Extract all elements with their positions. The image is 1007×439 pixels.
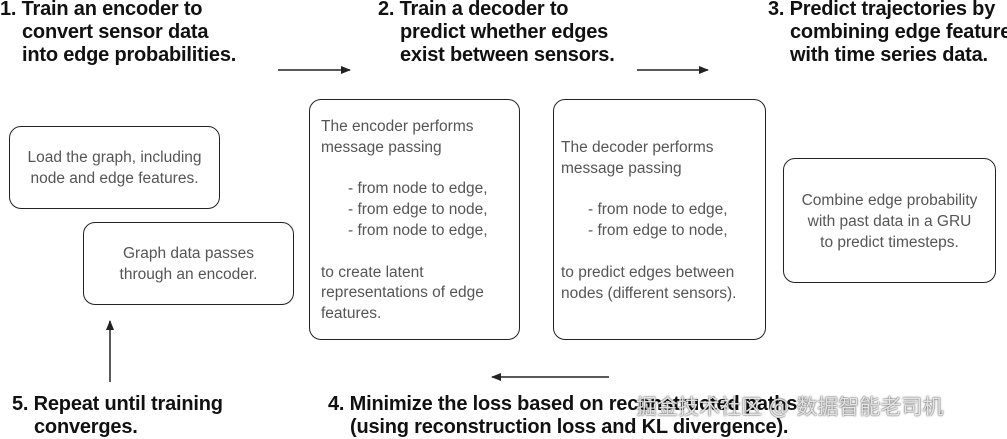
encoder-line-2: message passing <box>321 138 442 156</box>
step-3-line-3: with time series data. <box>790 44 988 66</box>
encoder-item-3: - from node to edge, <box>348 221 488 239</box>
load-graph-line-1: Load the graph, including <box>27 149 202 166</box>
load-graph-box: Load the graph, including node and edge … <box>9 126 220 209</box>
watermark: 掘金技术社区 @ 数据智能老司机 <box>636 395 944 419</box>
step-5-line-1: 5. Repeat until training <box>12 393 223 415</box>
encoder-item-1: - from node to edge, <box>348 180 488 198</box>
graph-data-line-1: Graph data passes <box>123 245 254 262</box>
step-3-heading: 3. Predict trajectories by combining edg… <box>768 0 1007 67</box>
step-1-line-1: 1. Train an encoder to <box>0 0 203 20</box>
decoder-gap-1 <box>561 180 765 201</box>
step-2-line-1: 2. Train a decoder to <box>378 0 569 20</box>
encoder-gap-2 <box>321 242 519 263</box>
step-2-line-3: exist between sensors. <box>400 44 615 66</box>
encoder-line-1: The encoder performs <box>321 118 474 135</box>
step-1-heading: 1. Train an encoder to convert sensor da… <box>0 0 236 67</box>
step-2-heading: 2. Train a decoder to predict whether ed… <box>378 0 615 67</box>
step-2-line-2: predict whether edges <box>400 21 609 43</box>
combine-line-1: Combine edge probability <box>801 192 978 209</box>
graph-data-box: Graph data passes through an encoder. <box>83 222 294 305</box>
step-3-line-1: 3. Predict trajectories by <box>768 0 996 20</box>
decoder-line-3: to predict edges between <box>561 263 735 281</box>
combine-line-3: to predict timesteps. <box>820 233 959 251</box>
combine-line-2: with past data in a GRU <box>807 212 972 230</box>
decoder-line-4: nodes (different sensors). <box>561 284 737 302</box>
decoder-item-1: - from node to edge, <box>588 201 728 219</box>
decoder-gap-2 <box>561 242 765 263</box>
combine-box: Combine edge probability with past data … <box>783 158 996 283</box>
decoder-line-2: message passing <box>561 159 682 177</box>
step-1-line-2: convert sensor data <box>22 21 209 43</box>
encoder-gap-1 <box>321 159 519 180</box>
step-5-line-2: converges. <box>34 416 138 438</box>
encoder-line-5: features. <box>321 305 382 323</box>
decoder-box: The decoder performs message passing - f… <box>553 99 766 340</box>
step-3-line-2: combining edge features <box>790 21 1007 43</box>
load-graph-line-2: node and edge features. <box>30 169 199 187</box>
step-4-line-1: 4. Minimize the loss based on reconstruc… <box>328 393 798 415</box>
step-5-heading: 5. Repeat until training converges. <box>12 393 223 439</box>
graph-data-line-2: through an encoder. <box>119 265 258 283</box>
encoder-line-3: to create latent <box>321 263 424 281</box>
step-1-line-3: into edge probabilities. <box>22 44 237 66</box>
encoder-line-4: representations of edge <box>321 284 484 302</box>
decoder-line-1: The decoder performs <box>561 139 714 156</box>
encoder-box: The encoder performs message passing - f… <box>309 99 520 340</box>
decoder-item-2: - from edge to node, <box>588 222 728 240</box>
step-4-heading: 4. Minimize the loss based on reconstruc… <box>328 393 797 439</box>
step-4-line-2: (using reconstruction loss and KL diverg… <box>350 416 789 438</box>
encoder-item-2: - from edge to node, <box>348 201 488 219</box>
